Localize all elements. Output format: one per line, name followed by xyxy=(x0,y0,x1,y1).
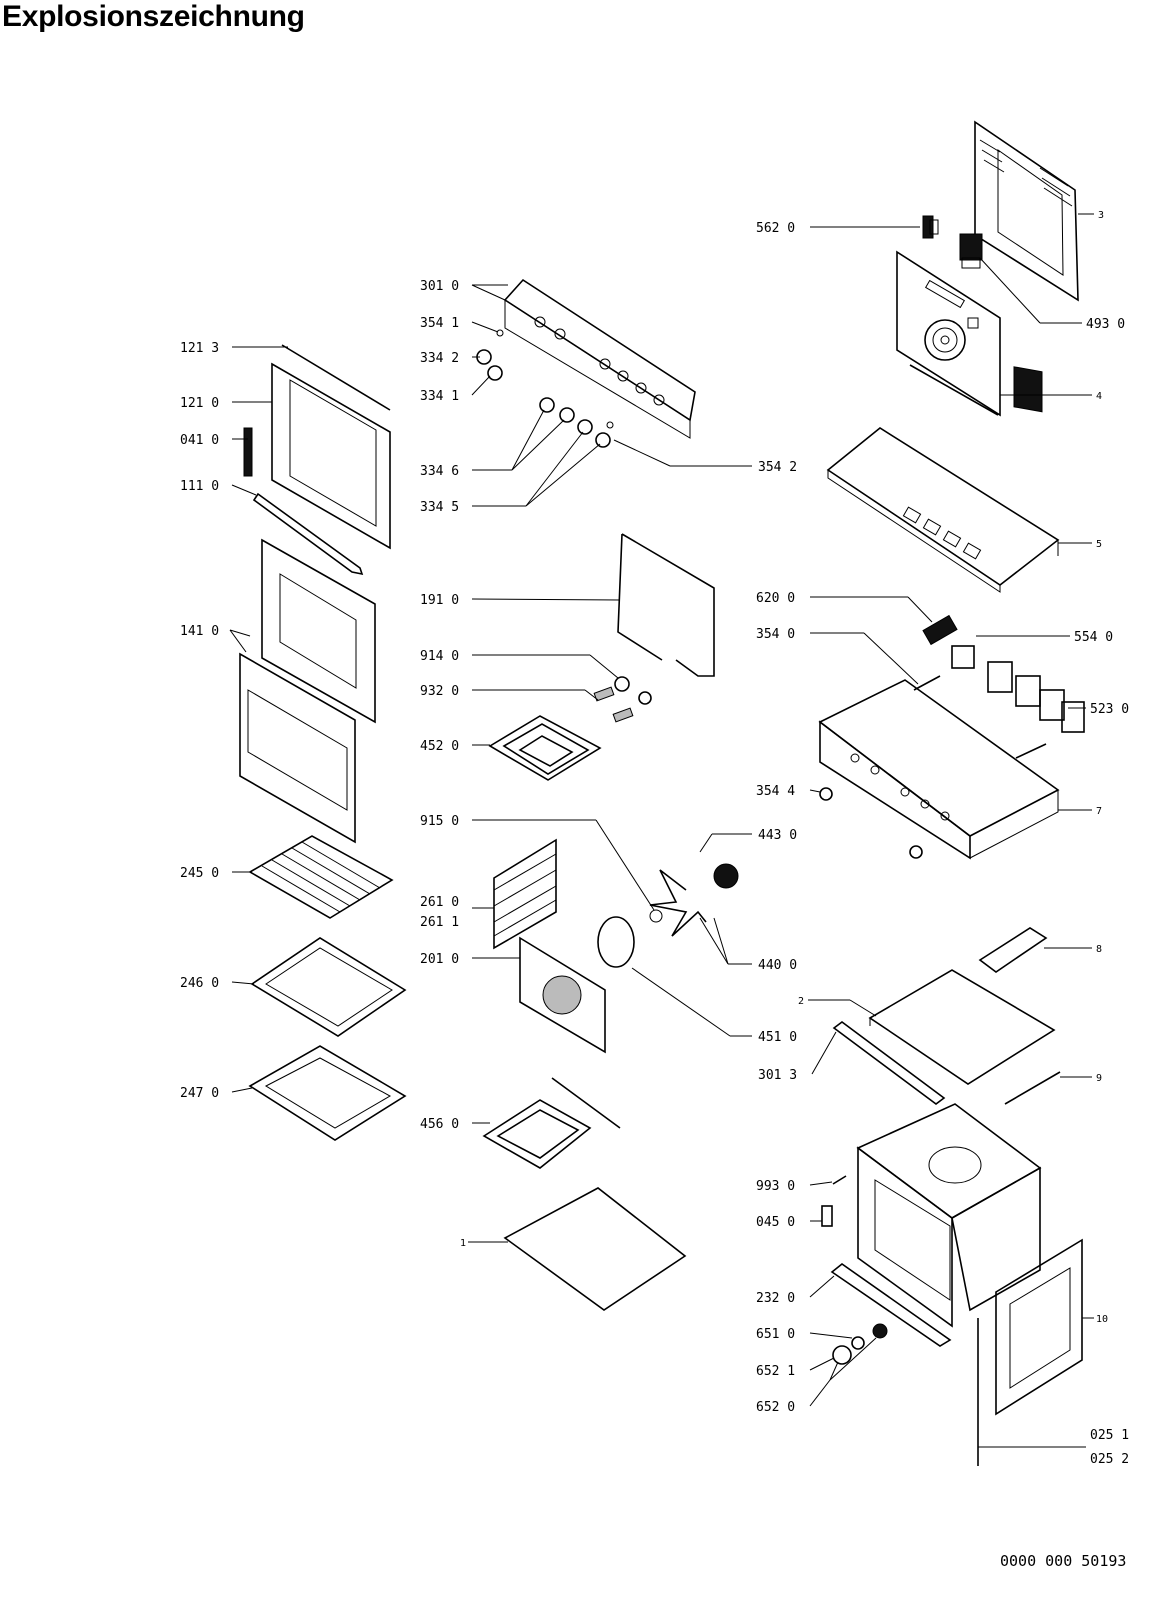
callout-354-2: 354 2 xyxy=(758,460,797,475)
callout-4: 4 xyxy=(1096,391,1102,402)
side-door-frame xyxy=(995,1238,1083,1416)
callout-452-0: 452 0 xyxy=(420,739,459,754)
switch-562 xyxy=(922,215,939,239)
callout-10: 10 xyxy=(1096,1314,1108,1325)
door-seal xyxy=(617,533,715,677)
callout-5: 5 xyxy=(1096,539,1102,550)
rod-9 xyxy=(1004,1071,1061,1105)
control-housing xyxy=(818,679,1060,860)
page-title: Explosionszeichnung xyxy=(2,0,305,33)
callout-354-1: 354 1 xyxy=(420,316,459,331)
callout-915-0: 915 0 xyxy=(420,814,459,829)
outer-door-frame xyxy=(243,344,391,550)
wire-rack xyxy=(248,835,394,919)
callout-652-0: 652 0 xyxy=(756,1400,795,1415)
callout-245-0: 245 0 xyxy=(180,866,219,881)
callout-labels: 562 0 301 0 354 1 334 2 334 1 121 3 121 … xyxy=(180,210,1129,1467)
side-rail xyxy=(493,838,557,950)
circular-heating-element xyxy=(597,916,635,968)
callout-025-1: 025 1 xyxy=(1090,1428,1129,1443)
document-number: 0000 000 50193 xyxy=(1000,1552,1126,1570)
bottom-rail xyxy=(832,1021,946,1105)
callout-334-6: 334 6 xyxy=(420,464,459,479)
callout-247-0: 247 0 xyxy=(180,1086,219,1101)
deep-tray xyxy=(248,1045,407,1141)
callout-443-0: 443 0 xyxy=(758,828,797,843)
callout-191-0: 191 0 xyxy=(420,593,459,608)
control-knobs xyxy=(476,329,614,448)
callout-301-3: 301 3 xyxy=(758,1068,797,1083)
callout-354-0: 354 0 xyxy=(756,627,795,642)
callout-354-4: 354 4 xyxy=(756,784,795,799)
thermostat-block xyxy=(959,233,983,269)
baking-tray xyxy=(250,937,407,1037)
callout-232-0: 232 0 xyxy=(756,1291,795,1306)
callout-045-0: 045 0 xyxy=(756,1215,795,1230)
callout-334-2: 334 2 xyxy=(420,351,459,366)
callout-932-0: 932 0 xyxy=(420,684,459,699)
callout-554-0: 554 0 xyxy=(1074,630,1113,645)
callout-2: 2 xyxy=(798,996,804,1007)
callout-993-0: 993 0 xyxy=(756,1179,795,1194)
grill-element xyxy=(488,715,602,781)
oven-cavity xyxy=(856,1103,1042,1328)
back-wall xyxy=(896,250,1001,417)
callout-041-0: 041 0 xyxy=(180,433,219,448)
front-strip xyxy=(830,1263,952,1347)
callout-3: 3 xyxy=(1098,210,1104,221)
leader-lines xyxy=(229,213,1094,1448)
fan-wheel-motor xyxy=(649,863,739,937)
control-panel xyxy=(503,278,696,439)
fan-cover xyxy=(519,936,606,1054)
top-panel xyxy=(826,427,1060,593)
callout-620-0: 620 0 xyxy=(756,591,795,606)
callout-562-0: 562 0 xyxy=(756,221,795,236)
callout-334-1: 334 1 xyxy=(420,389,459,404)
callout-121-3: 121 3 xyxy=(180,341,219,356)
callout-493-0: 493 0 xyxy=(1086,317,1125,332)
door-handle xyxy=(252,492,364,576)
callout-301-0: 301 0 xyxy=(420,279,459,294)
callout-7: 7 xyxy=(1096,806,1102,817)
bottom-heating-element xyxy=(482,1077,621,1169)
callout-141-0: 141 0 xyxy=(180,624,219,639)
callout-652-1: 652 1 xyxy=(756,1364,795,1379)
door-glass-panes xyxy=(239,538,376,844)
grill-connectors xyxy=(593,676,652,723)
callout-9: 9 xyxy=(1096,1073,1102,1084)
callout-261-1: 261 1 xyxy=(420,915,459,930)
callout-440-0: 440 0 xyxy=(758,958,797,973)
callout-121-0: 121 0 xyxy=(180,396,219,411)
bottom-plate xyxy=(868,969,1056,1085)
callout-456-0: 456 0 xyxy=(420,1117,459,1132)
small-fasteners xyxy=(821,1175,888,1365)
oven-floor xyxy=(503,1187,687,1311)
callout-201-0: 201 0 xyxy=(420,952,459,967)
callout-651-0: 651 0 xyxy=(756,1327,795,1342)
callout-261-0: 261 0 xyxy=(420,895,459,910)
callout-523-0: 523 0 xyxy=(1090,702,1129,717)
callout-451-0: 451 0 xyxy=(758,1030,797,1045)
rear-cover-panel xyxy=(974,120,1079,413)
switch-assemblies xyxy=(819,614,1085,859)
callout-246-0: 246 0 xyxy=(180,976,219,991)
callout-8: 8 xyxy=(1096,944,1102,955)
callout-914-0: 914 0 xyxy=(420,649,459,664)
bracket-8 xyxy=(978,927,1048,973)
callout-111-0: 111 0 xyxy=(180,479,219,494)
callout-025-2: 025 2 xyxy=(1090,1452,1129,1467)
callout-334-5: 334 5 xyxy=(420,500,459,515)
callout-1: 1 xyxy=(460,1238,466,1249)
